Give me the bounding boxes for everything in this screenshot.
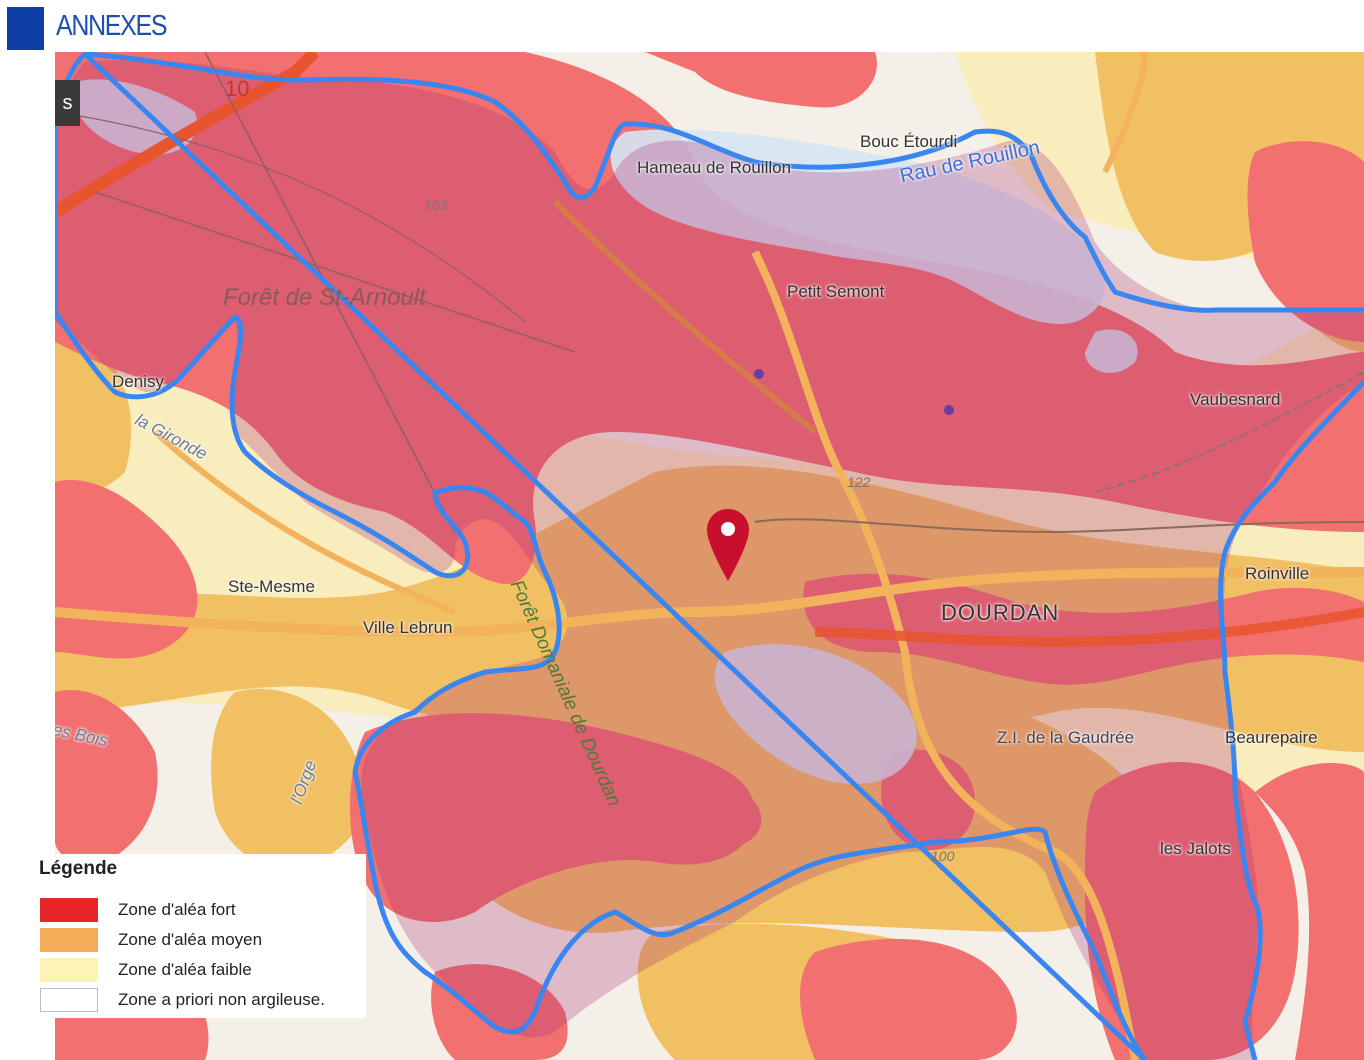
label-elevation-163: 163 xyxy=(424,197,448,213)
hazard-zone-high xyxy=(55,52,1364,1060)
commune-boundary xyxy=(55,52,1364,1060)
label-road-10: 10 xyxy=(225,76,250,101)
legend-label: Zone d'aléa moyen xyxy=(118,930,263,949)
legend-swatch xyxy=(40,988,98,1012)
label-bouc-etourdi: Bouc Étourdi xyxy=(860,132,958,151)
map-side-tab[interactable]: s xyxy=(55,80,80,126)
label-les-jalots: les Jalots xyxy=(1160,839,1231,858)
legend-label: Zone d'aléa fort xyxy=(118,900,236,919)
label-denisy: Denisy xyxy=(112,372,164,391)
label-roinville: Roinville xyxy=(1245,564,1310,583)
map-legend: Légende Zone d'aléa fort Zone d'aléa moy… xyxy=(30,854,366,1018)
label-ste-mesme: Ste-Mesme xyxy=(228,577,315,596)
label-beaurepaire: Beaurepaire xyxy=(1225,728,1318,747)
legend-item-medium: Zone d'aléa moyen xyxy=(40,928,360,952)
legend-label: Zone a priori non argileuse. xyxy=(118,990,325,1009)
legend-item-high: Zone d'aléa fort xyxy=(40,898,360,922)
roads xyxy=(55,52,1364,1060)
legend-item-low: Zone d'aléa faible xyxy=(40,958,360,982)
poi-dot xyxy=(944,405,954,415)
legend-title: Légende xyxy=(39,858,118,879)
legend-swatch xyxy=(40,958,98,982)
boundary-overlay xyxy=(55,60,1364,1060)
label-elevation-122: 122 xyxy=(847,474,871,490)
label-dourdan: DOURDAN xyxy=(941,600,1060,625)
location-marker-icon[interactable] xyxy=(705,507,751,583)
hazard-map[interactable]: Forêt de St-Arnoult Hameau de Rouillon B… xyxy=(55,52,1364,1060)
legend-swatch xyxy=(40,928,98,952)
label-petit-semont: Petit Semont xyxy=(787,282,885,301)
page-header: ANNEXES xyxy=(0,0,1364,52)
page-title: ANNEXES xyxy=(56,10,167,42)
poi-dot xyxy=(754,369,764,379)
label-vaubesnard: Vaubesnard xyxy=(1190,390,1281,409)
header-square-icon xyxy=(7,7,44,50)
legend-swatch xyxy=(40,898,98,922)
legend-label: Zone d'aléa faible xyxy=(118,960,252,979)
label-foret-st-arnoult: Forêt de St-Arnoult xyxy=(223,284,426,311)
label-zi-gaudree: Z.I. de la Gaudrée xyxy=(997,728,1135,747)
legend-item-none: Zone a priori non argileuse. xyxy=(40,988,360,1012)
label-hameau-rouillon: Hameau de Rouillon xyxy=(637,158,792,177)
label-ville-lebrun: Ville Lebrun xyxy=(363,618,453,637)
label-elevation-100: 100 xyxy=(931,848,955,864)
water-area xyxy=(73,79,1138,784)
map-canvas xyxy=(55,52,1364,1060)
